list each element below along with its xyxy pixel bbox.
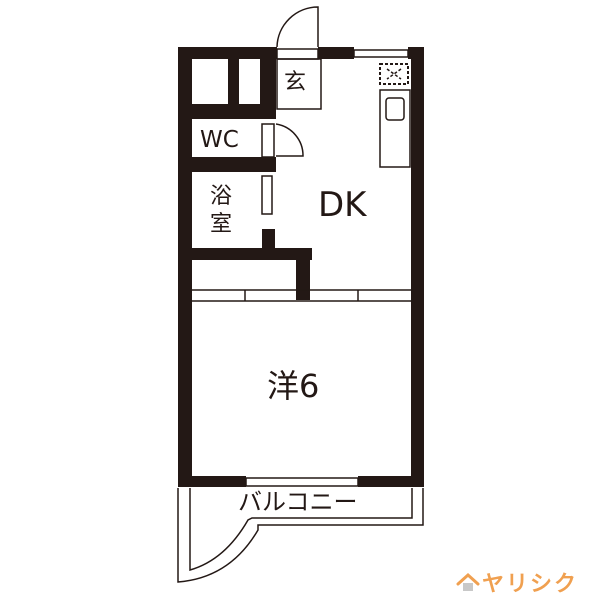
room-label-bath-1: 浴 (210, 184, 233, 209)
brand-logo-text: ヤリシク (482, 572, 579, 597)
room-label-toilet: WC (200, 127, 239, 153)
room-label-entrance: 玄 (284, 70, 307, 95)
brand-logo: ヤリシク (456, 566, 578, 598)
fixtures (177, 6, 424, 583)
walls (178, 47, 424, 487)
room-label-dk: DK (318, 185, 367, 225)
house-icon (456, 572, 480, 591)
room-label-western: 洋6 (267, 367, 320, 405)
room-label-balcony: バルコニー (238, 488, 358, 516)
room-label-bath-2: 室 (210, 212, 233, 237)
